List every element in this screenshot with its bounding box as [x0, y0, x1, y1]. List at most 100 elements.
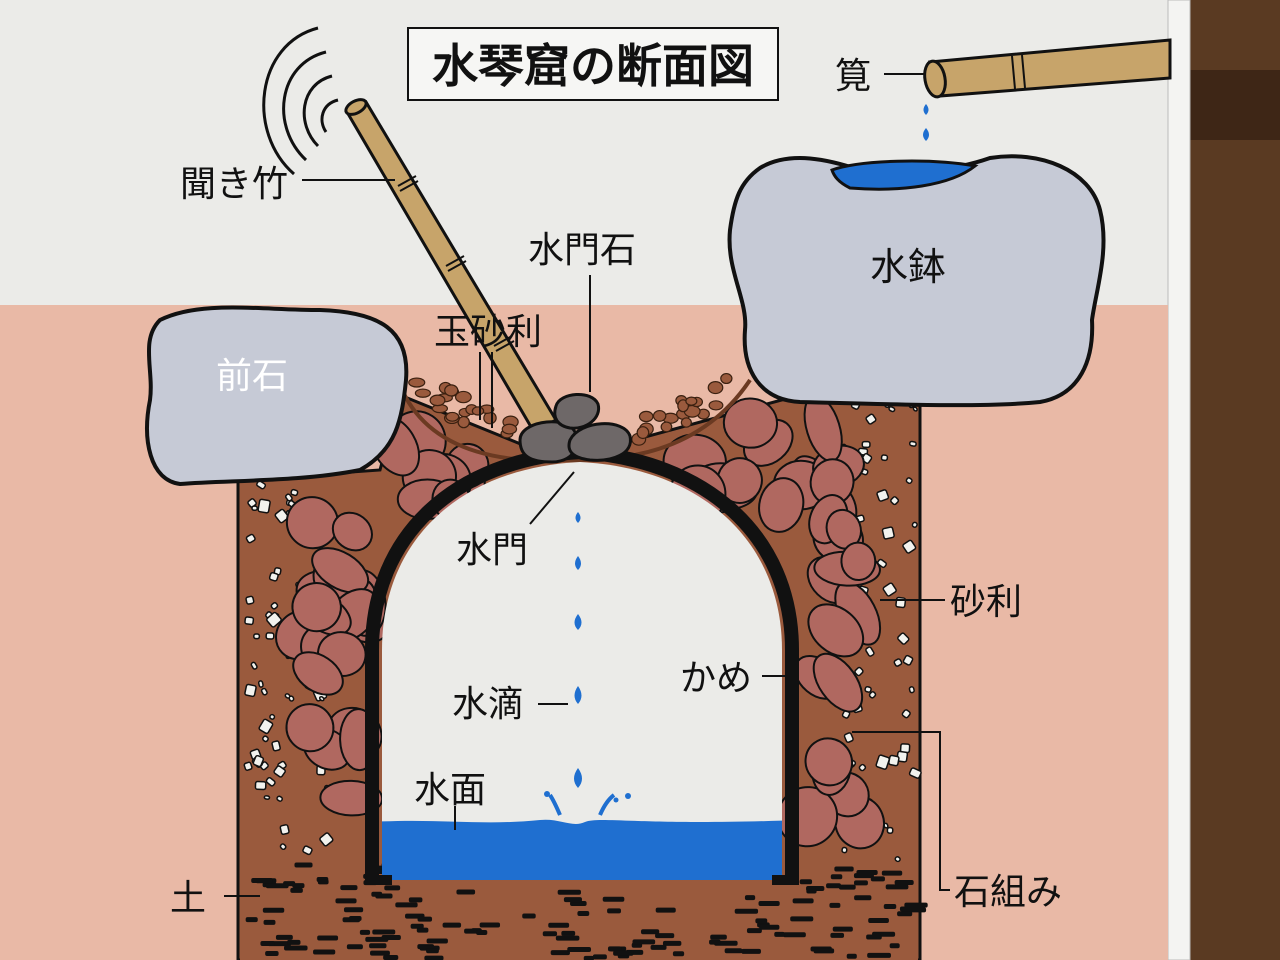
gravel-piece: [250, 661, 258, 670]
soil-mark: [709, 939, 721, 945]
label-suimon: 水門: [456, 530, 528, 571]
label-maeishi: 前石: [216, 356, 288, 397]
label-jari: 砂利: [950, 582, 1022, 623]
soil-mark: [799, 879, 813, 885]
gravel-piece: [276, 795, 283, 802]
water-drop: [574, 686, 582, 704]
pebble: [445, 411, 460, 422]
soil-mark: [607, 908, 621, 914]
gravel-piece: [908, 767, 922, 779]
jar-interior: [382, 462, 782, 880]
soil-mark: [607, 946, 622, 952]
gravel-piece: [270, 602, 279, 610]
leader-ishigumi: [852, 731, 950, 891]
soil-mark: [294, 862, 313, 868]
soil-mark: [548, 922, 570, 928]
stone: [840, 541, 877, 582]
soil-mark: [265, 883, 289, 889]
soil-mark: [567, 947, 592, 953]
water-gate-stones: [518, 393, 632, 464]
stone: [812, 652, 864, 713]
gravel-piece: [841, 846, 848, 854]
gravel-piece: [911, 521, 918, 528]
sound-waves-icon: [262, 26, 339, 176]
soil-mark: [265, 950, 279, 956]
soil-mark: [870, 876, 885, 882]
soil-mark: [830, 932, 845, 938]
pebble: [414, 388, 431, 398]
bamboo-node: [397, 175, 419, 192]
soil-mark: [335, 898, 357, 904]
gravel-piece: [262, 735, 269, 743]
soil-mark: [260, 940, 275, 946]
front-stone: [145, 305, 409, 487]
pebble: [454, 390, 472, 404]
basin-water: [830, 159, 979, 191]
gravel-piece: [268, 571, 279, 582]
spout-node: [1011, 54, 1026, 90]
bamboo-spout: [923, 38, 1172, 99]
soil-mark: [313, 949, 336, 955]
stone: [291, 582, 342, 633]
spout-end: [923, 59, 947, 99]
soil-mark: [883, 904, 897, 910]
gate-stone: [553, 393, 601, 430]
gravel-piece: [266, 611, 282, 628]
soil-mark: [563, 897, 582, 903]
gravel-piece: [257, 680, 264, 688]
soil-mark: [856, 869, 878, 875]
gravel-piece: [888, 406, 896, 413]
gravel-piece: [265, 632, 275, 640]
pebble: [685, 396, 698, 406]
splash-dot: [613, 797, 619, 803]
gravel-piece: [894, 856, 901, 863]
pebble: [638, 410, 654, 423]
soil-mark: [672, 951, 685, 957]
gravel-piece: [905, 477, 913, 485]
soil-mark: [290, 887, 303, 893]
wood-rail: [1190, 70, 1280, 140]
soil-mark: [885, 884, 909, 890]
soil-mark: [741, 948, 761, 954]
title-box: [407, 27, 779, 101]
soil-mark: [317, 935, 339, 941]
jar-water: [382, 819, 782, 880]
soil-mark: [813, 948, 835, 954]
gravel-piece: [868, 691, 877, 699]
label-kikitake: 聞き竹: [180, 164, 288, 205]
gravel-piece: [865, 413, 877, 425]
soil-mark: [577, 910, 590, 916]
gravel-piece: [908, 440, 917, 447]
soil-mark: [866, 934, 882, 940]
gravel-piece: [864, 685, 872, 693]
soil-mark: [557, 889, 581, 895]
soil-mark: [889, 943, 900, 949]
soil-mark: [343, 907, 364, 913]
pebble: [707, 381, 724, 395]
gravel-piece: [243, 761, 253, 771]
water-drop: [923, 104, 929, 115]
leader-suimon: [529, 471, 575, 525]
soil-mark: [287, 939, 301, 945]
gravel-piece: [880, 454, 889, 462]
soil-mark: [894, 880, 914, 886]
soil-mark: [561, 930, 576, 936]
bamboo-end: [344, 98, 368, 116]
soil-mark: [710, 934, 727, 940]
soil-mark: [372, 929, 396, 935]
soil-mark: [774, 931, 785, 937]
soil-mark: [867, 952, 891, 958]
pebble: [680, 417, 692, 428]
label-tsuchi: 土: [170, 878, 206, 919]
soil-mark: [655, 907, 676, 913]
gravel-piece: [265, 776, 276, 787]
soil-mark: [359, 929, 371, 935]
gravel-piece: [897, 632, 910, 645]
soil-mark: [456, 889, 476, 895]
pebble: [471, 406, 485, 416]
leader-lines: [224, 73, 950, 897]
soil-mark: [782, 932, 806, 938]
soil-mark: [592, 954, 607, 960]
soil-mark: [613, 950, 634, 956]
